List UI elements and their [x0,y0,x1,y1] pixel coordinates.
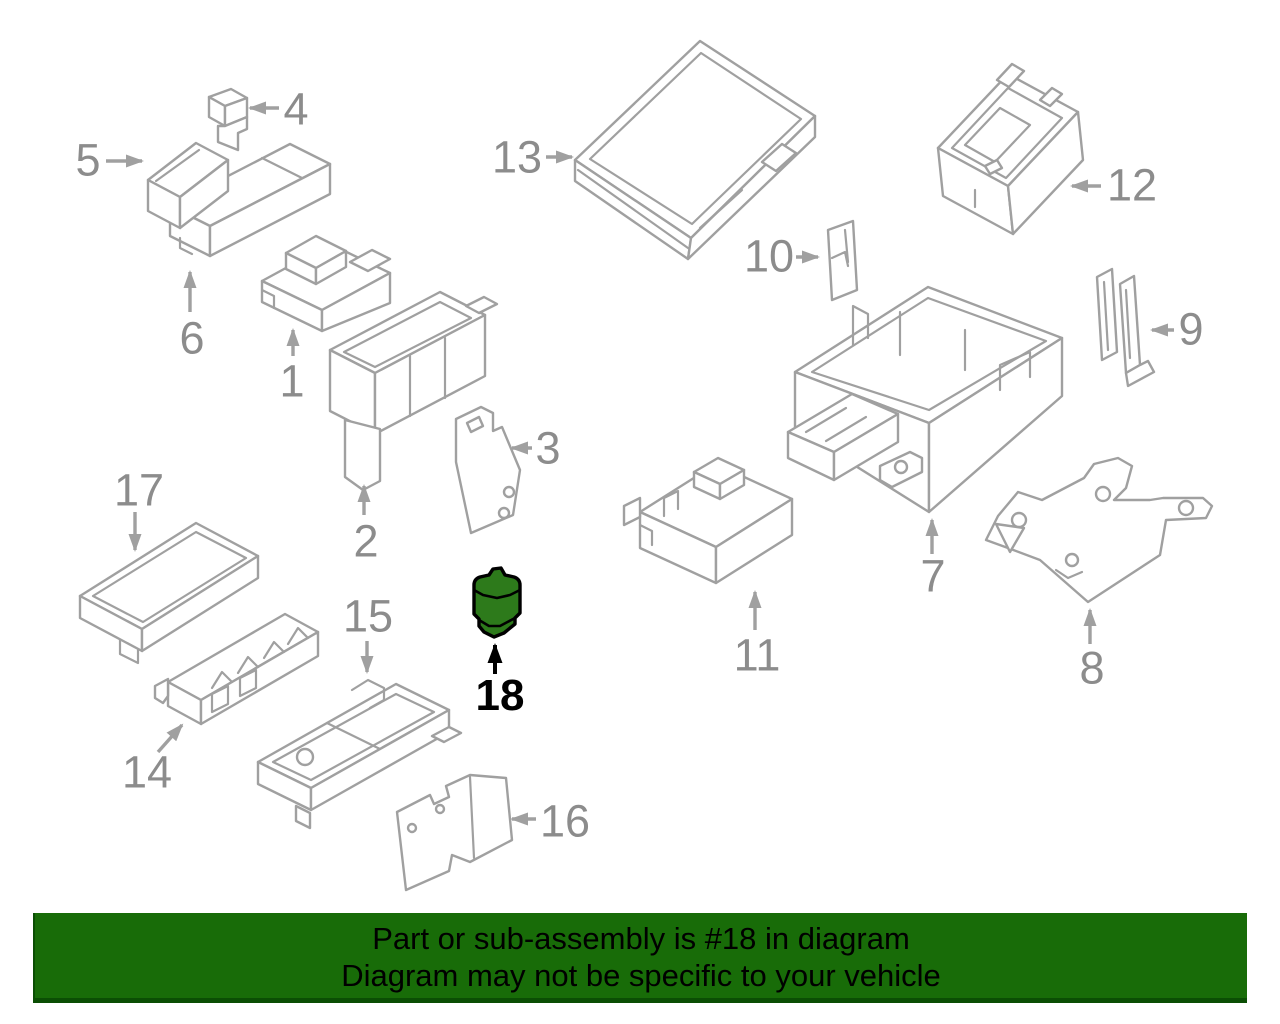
callout-12-label: 12 [1106,159,1158,211]
part-9-drawing [1095,267,1156,388]
banner-line-1: Part or sub-assembly is #18 in diagram [372,921,910,956]
banner-line-2: Diagram may not be specific to your vehi… [341,958,941,993]
part-1-drawing [260,234,392,333]
callout-14-label: 14 [121,746,173,798]
callout-9-label: 9 [1178,303,1204,355]
part-16-drawing [395,773,514,892]
callout-16-label: 16 [539,795,591,847]
part-13-drawing [573,39,817,261]
callout-17-label: 17 [113,464,165,516]
part-10-drawing [826,219,859,302]
part-8-drawing [984,456,1214,604]
part-3-drawing [454,405,522,535]
part-17-drawing [78,521,260,665]
part-5-drawing [146,141,230,230]
part-4-drawing [207,87,249,152]
callout-6-label: 6 [179,312,205,364]
vehicle-note-banner: Part or sub-assembly is #18 in diagram D… [33,913,1247,1003]
callout-1-label: 1 [279,355,305,407]
callout-10-label: 10 [743,230,795,282]
part-18-highlighted-drawing [472,566,522,639]
part-7-drawing [786,285,1064,514]
callout-4-label: 4 [283,83,309,135]
part-11-drawing [622,456,794,585]
callout-7-label: 7 [920,550,946,602]
callout-5-label: 5 [75,134,101,186]
part-14-drawing [153,612,320,726]
callout-8-label: 8 [1079,642,1105,694]
part-2-drawing [328,290,499,492]
part-15-drawing [256,678,463,830]
callout-2-label: 2 [353,515,379,567]
callout-13-label: 13 [491,131,543,183]
callout-arrow-14 [156,723,184,754]
callout-18-label-highlighted: 18 [475,671,525,720]
callout-11-label: 11 [733,629,781,681]
part-12-drawing [936,62,1085,236]
callout-15-label: 15 [342,590,394,642]
callout-3-label: 3 [535,422,561,474]
